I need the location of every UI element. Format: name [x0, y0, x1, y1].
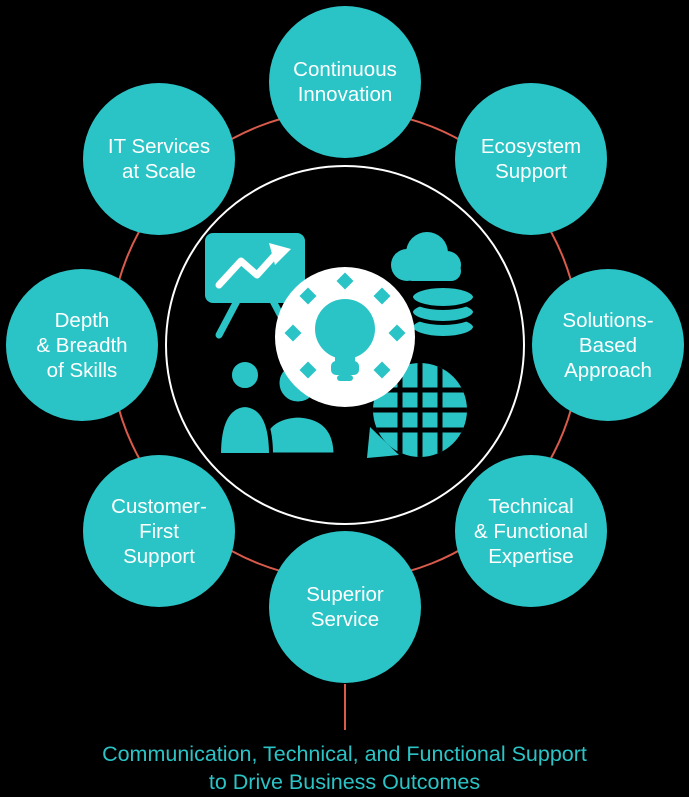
- node-continuous-innovation: Continuous Innovation: [269, 6, 421, 158]
- lightbulb-icon: [275, 267, 415, 407]
- caption-connector-line: [344, 684, 346, 730]
- node-depth-breadth-of-skills: Depth & Breadth of Skills: [6, 269, 158, 421]
- database-coins-icon: [409, 284, 477, 340]
- node-label: Superior Service: [306, 583, 384, 631]
- node-ecosystem-support: Ecosystem Support: [455, 83, 607, 235]
- node-label: Customer- First Support: [111, 494, 207, 568]
- globe-grid-icon: [367, 363, 467, 458]
- node-customer-first-support: Customer- First Support: [83, 455, 235, 607]
- node-solutions-based-approach: Solutions- Based Approach: [532, 269, 684, 421]
- node-superior-service: Superior Service: [269, 531, 421, 683]
- center-circle: [165, 165, 525, 525]
- center-icons: [205, 232, 477, 458]
- cloud-icon: [391, 232, 461, 281]
- node-label: Continuous Innovation: [293, 58, 397, 106]
- node-label: Technical & Functional Expertise: [474, 494, 588, 568]
- node-label: IT Services at Scale: [107, 135, 211, 183]
- node-label: Depth & Breadth of Skills: [36, 308, 128, 382]
- node-label: Ecosystem Support: [480, 135, 582, 183]
- node-it-services-at-scale: IT Services at Scale: [83, 83, 235, 235]
- node-technical-functional-expertise: Technical & Functional Expertise: [455, 455, 607, 607]
- diagram-caption: Communication, Technical, and Functional…: [102, 742, 587, 794]
- node-label: Solutions- Based Approach: [562, 308, 654, 382]
